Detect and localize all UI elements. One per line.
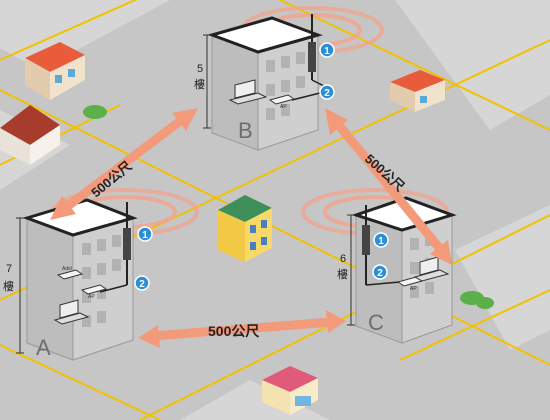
laptop-icon: [228, 79, 268, 105]
trees: [83, 105, 494, 309]
floors-number-c: 6: [340, 253, 346, 265]
marker-ap-a: 2: [134, 275, 150, 291]
marker-number: 1: [378, 236, 384, 247]
shop-bottom: [262, 366, 318, 415]
building-letter-b: B: [238, 118, 253, 143]
adsl-label: Adsl: [62, 266, 72, 272]
access-point-icon: [80, 284, 108, 295]
building-letter-a: A: [36, 335, 51, 360]
distance-arrows: [50, 108, 452, 348]
adsl-modem-icon: [56, 269, 84, 280]
ap-label-b: AP: [280, 104, 287, 110]
marker-group: 1 2 1 2 1 2: [134, 42, 389, 291]
arrow-a-c: [138, 310, 346, 348]
marker-ap-b: 2: [319, 84, 335, 100]
marker-antenna-b: 1: [319, 42, 335, 58]
house-top-right: [390, 70, 445, 112]
antenna: [362, 225, 370, 255]
house-center: [218, 195, 272, 262]
distance-label-a-c: 500公尺: [208, 323, 259, 339]
ap-label-c: AP: [410, 286, 417, 292]
building-b: [203, 6, 384, 151]
laptop-icon: [53, 299, 90, 325]
city-block: [455, 205, 550, 350]
laptop-icon: [413, 256, 450, 282]
marker-antenna-c: 1: [373, 232, 389, 248]
floors-number-a: 7: [6, 263, 12, 275]
ap-label-a: AP: [88, 294, 95, 300]
city-block: [395, 0, 550, 130]
marker-number: 2: [377, 268, 383, 279]
floors-unit-b: 樓: [194, 77, 205, 91]
rooftop: [351, 196, 457, 232]
house-mid-left: [0, 105, 60, 165]
marker-number: 1: [142, 230, 148, 241]
arrow-b-c: [325, 108, 452, 265]
marker-ap-c: 2: [372, 264, 388, 280]
floors-unit-a: 樓: [3, 279, 14, 293]
house-top-left: [25, 42, 85, 100]
antenna: [308, 42, 316, 72]
floors-number-b: 5: [197, 63, 203, 75]
marker-number: 2: [324, 88, 330, 99]
marker-number: 1: [324, 46, 330, 57]
access-point-icon: [268, 94, 296, 105]
floors-unit-c: 樓: [337, 267, 348, 281]
marker-number: 2: [139, 279, 145, 290]
antenna: [123, 228, 131, 260]
marker-antenna-a: 1: [137, 226, 153, 242]
building-letter-c: C: [368, 310, 384, 335]
rooftop: [207, 16, 323, 54]
arrow-a-b: [50, 108, 198, 220]
